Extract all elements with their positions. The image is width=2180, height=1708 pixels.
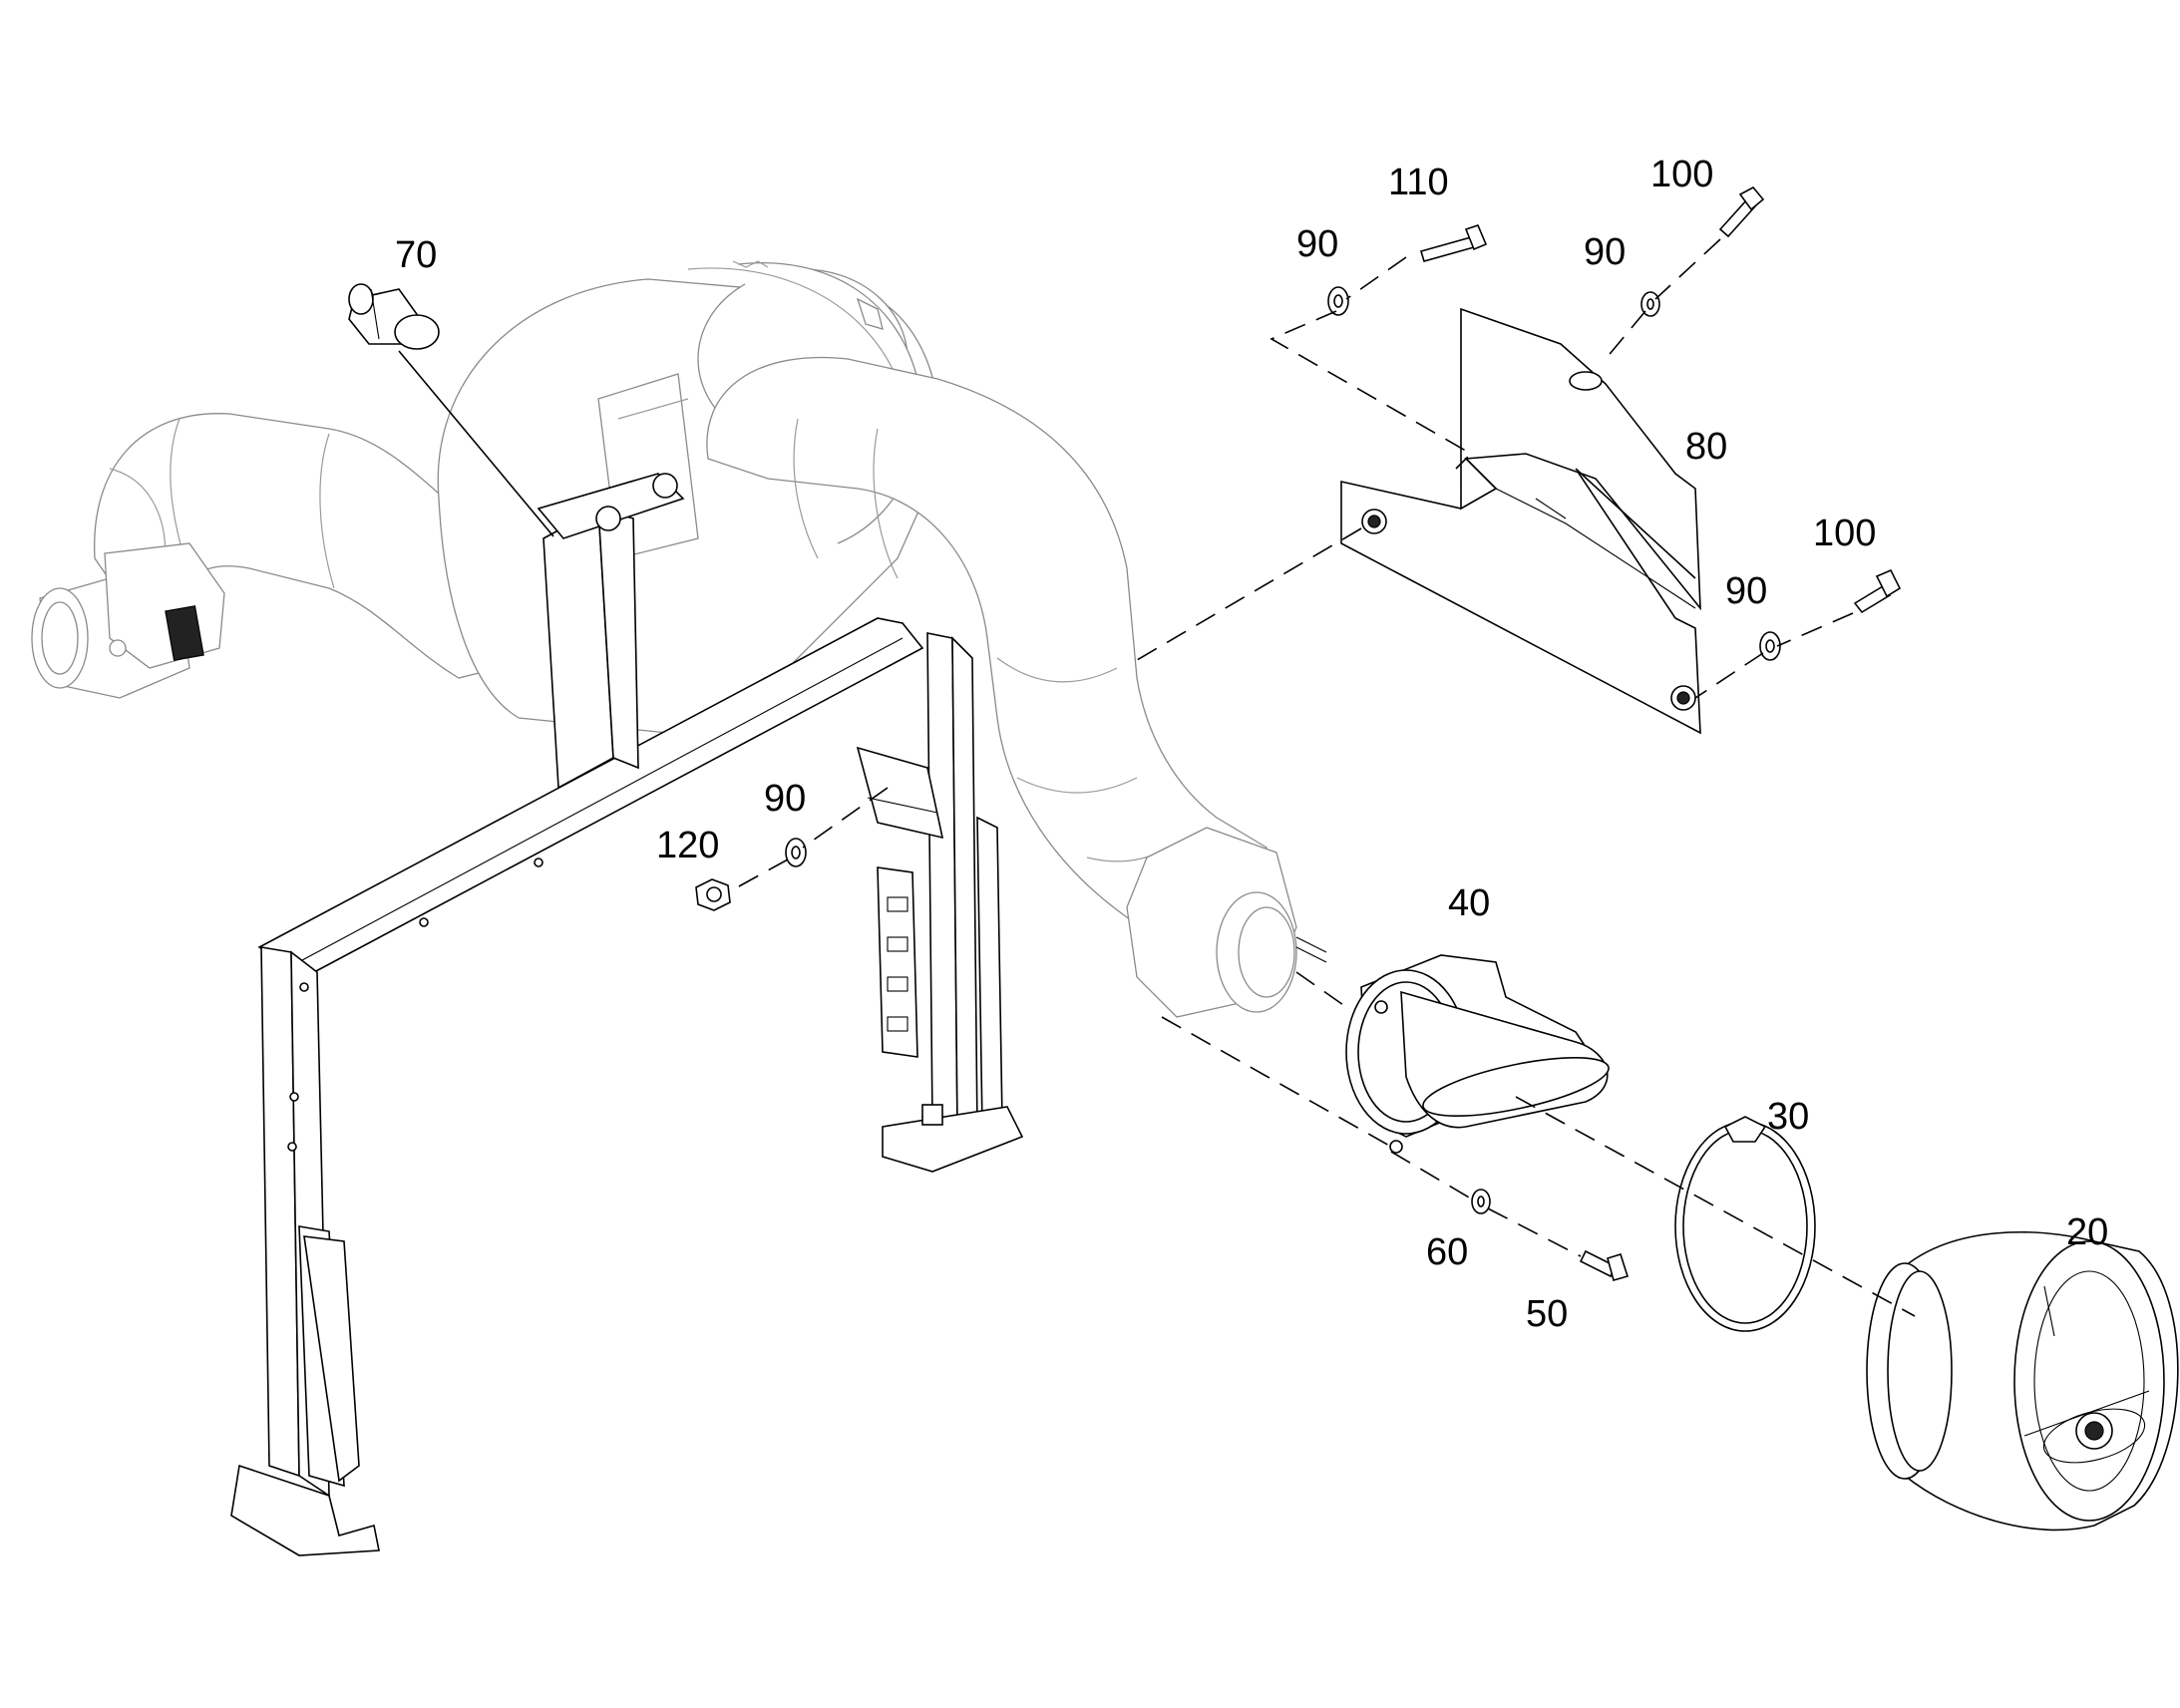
washer-90-c	[1759, 631, 1781, 661]
washer-90-a	[1327, 286, 1349, 316]
callout-90-top-left: 90	[1296, 223, 1338, 265]
callout-100-top: 100	[1650, 154, 1713, 195]
callout-70: 70	[395, 234, 437, 276]
callout-80: 80	[1685, 426, 1727, 468]
callout-labels: 70 110 100 90 90 80 100 90 90 120 40 30 …	[395, 154, 2108, 1335]
part-40-intake-hood	[1345, 954, 1610, 1154]
callout-60: 60	[1426, 1231, 1468, 1273]
washer-90-d	[785, 838, 807, 867]
part-30-clamp	[1674, 1116, 1816, 1332]
callout-40: 40	[1448, 882, 1490, 924]
callout-90-left: 90	[764, 778, 806, 820]
callout-50: 50	[1526, 1293, 1568, 1335]
part-70-cap	[348, 283, 554, 537]
fasteners	[695, 185, 1902, 1281]
washer-60	[1471, 1189, 1491, 1214]
nut-120	[695, 878, 731, 911]
part-80-shield	[1340, 307, 1701, 735]
assembly-lines	[727, 238, 1916, 1317]
callout-110: 110	[1388, 162, 1449, 203]
callout-30: 30	[1767, 1096, 1809, 1138]
support-frame	[230, 473, 1024, 1556]
callout-120: 120	[656, 825, 719, 866]
intake-duct-assembly	[31, 260, 1327, 1018]
callout-20: 20	[2066, 1211, 2108, 1253]
callout-90-top-right: 90	[1584, 231, 1626, 273]
washer-90-b	[1640, 291, 1660, 317]
callout-100-right: 100	[1813, 512, 1876, 554]
callout-90-right: 90	[1725, 570, 1767, 612]
part-20-filter-canister	[1866, 1231, 2179, 1532]
